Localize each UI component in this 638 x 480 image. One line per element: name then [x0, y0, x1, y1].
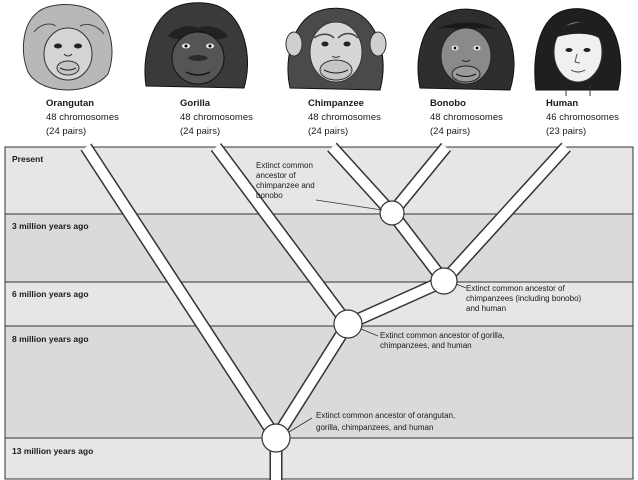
time-label-6-million: 6 million years ago: [12, 289, 89, 299]
node-chimp-bonobo: [379, 200, 405, 226]
annotation-line: chimpanzees (including bonobo): [466, 294, 582, 303]
time-label-13-million: 13 million years ago: [12, 446, 93, 456]
species-label-gorilla: Gorilla 48 chromosomes (24 pairs): [180, 98, 253, 137]
species-pairs: (24 pairs): [180, 126, 220, 137]
species-label-human: Human 46 chromosomes (23 pairs): [546, 98, 619, 137]
species-label-chimpanzee: Chimpanzee 48 chromosomes (24 pairs): [308, 98, 381, 137]
annotation-line: Extinct common: [256, 161, 313, 170]
node-root: [261, 423, 291, 453]
band-13-million: [4, 437, 634, 480]
annotation-line: Extinct common ancestor of gorilla,: [380, 331, 505, 340]
species-label-orangutan: Orangutan 48 chromosomes (24 pairs): [46, 98, 119, 137]
annotation-leaders: [288, 199, 467, 433]
species-name: Human: [546, 98, 578, 109]
species-name: Chimpanzee: [308, 98, 364, 109]
annotation-chimp-human: Extinct common ancestor of chimpanzees (…: [466, 284, 582, 313]
band-3-million: [4, 213, 634, 283]
species-chromosomes: 48 chromosomes: [308, 112, 381, 123]
gorilla-portrait: [144, 2, 248, 89]
species-chromosomes: 48 chromosomes: [180, 112, 253, 123]
branch-orangutan: [81, 144, 281, 441]
annotation-line: bonobo: [256, 191, 283, 200]
ancestor-nodes: [261, 200, 458, 453]
annotation-root: Extinct common ancestor of orangutan, go…: [316, 411, 455, 432]
orangutan-portrait: [22, 4, 113, 91]
bonobo-portrait: [417, 8, 515, 91]
branch-chimp-human-stem: [345, 276, 447, 329]
branch-african-ape-stem: [271, 321, 353, 441]
annotation-line: chimpanzee and: [256, 181, 315, 190]
branch-human: [440, 143, 570, 285]
annotation-line: ancestor of: [256, 171, 296, 180]
species-chromosomes: 46 chromosomes: [546, 112, 619, 123]
species-name: Bonobo: [430, 98, 466, 109]
time-label-8-million: 8 million years ago: [12, 334, 89, 344]
annotation-line: and human: [466, 304, 506, 313]
branch-chimp-bonobo-stem: [388, 209, 448, 285]
annotation-line: Extinct common ancestor of: [466, 284, 565, 293]
species-name: Orangutan: [46, 98, 94, 109]
branch-chimpanzee: [328, 143, 396, 217]
species-pairs: (24 pairs): [46, 126, 86, 137]
annotation-line: chimpanzees, and human: [380, 341, 472, 350]
annotation-gorilla-chimp-human: Extinct common ancestor of gorilla, chim…: [380, 331, 505, 350]
chimpanzee-portrait: [285, 7, 387, 91]
species-label-bonobo: Bonobo 48 chromosomes (24 pairs): [430, 98, 503, 137]
node-gorilla-chimp-human: [333, 309, 363, 339]
branch-bonobo: [388, 143, 450, 217]
human-portrait: [534, 8, 622, 96]
annotation-line: gorilla, chimpanzees, and human: [316, 423, 433, 432]
annotation-chimp-bonobo: Extinct common ancestor of chimpanzee an…: [256, 161, 315, 200]
species-pairs: (24 pairs): [308, 126, 348, 137]
time-label-present: Present: [12, 154, 43, 164]
portraits-row: [22, 2, 622, 96]
tree-branches: [80, 142, 571, 480]
species-chromosomes: 48 chromosomes: [430, 112, 503, 123]
species-pairs: (23 pairs): [546, 126, 586, 137]
time-label-3-million: 3 million years ago: [12, 221, 89, 231]
node-chimp-human: [430, 267, 458, 295]
species-name: Gorilla: [180, 98, 211, 109]
branch-gorilla: [211, 144, 353, 327]
species-chromosomes: 48 chromosomes: [46, 112, 119, 123]
time-labels: Present 3 million years ago 6 million ye…: [12, 154, 93, 456]
species-pairs: (24 pairs): [430, 126, 470, 137]
annotation-line: Extinct common ancestor of orangutan,: [316, 411, 455, 420]
species-labels: Orangutan 48 chromosomes (24 pairs) Gori…: [46, 98, 619, 137]
